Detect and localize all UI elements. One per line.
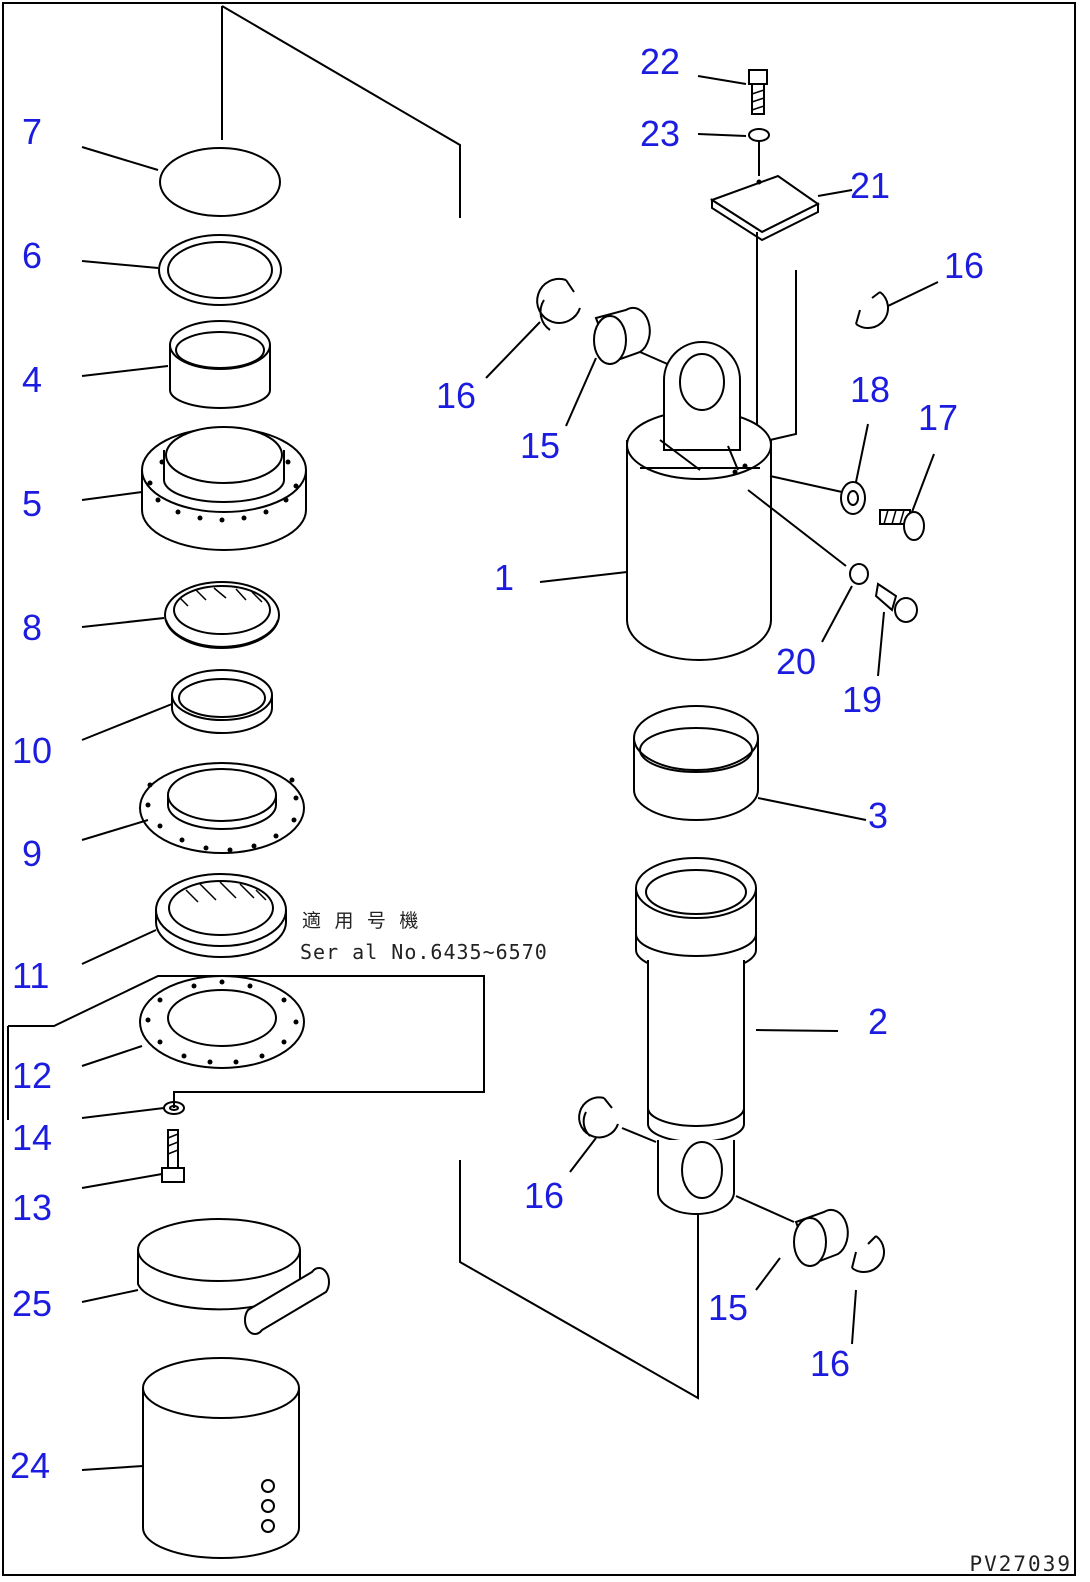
part-5-flange (141, 426, 307, 551)
callout-21: 21 (850, 165, 891, 206)
callout-19: 19 (842, 679, 883, 720)
part-1-cylinder (626, 341, 772, 661)
callout-20: 20 (776, 641, 817, 682)
callout-6: 6 (22, 235, 43, 276)
leader-lines (81, 75, 939, 1471)
callout-22: 22 (640, 41, 681, 82)
serial-note-title: 適 用 号 機 (302, 910, 420, 932)
callout-11: 11 (12, 955, 50, 996)
part-3-sleeve (633, 705, 759, 821)
part-24-cover (142, 1357, 300, 1559)
part-16-snap-ring (851, 1235, 885, 1273)
part-11-race (155, 873, 287, 958)
part-13-bolt (161, 1129, 185, 1183)
callout-8: 8 (22, 607, 43, 648)
assembly-guide-line-bottom (459, 1160, 699, 1400)
callout-15-upper: 15 (520, 425, 561, 466)
drawing-number: PV27039 (969, 1552, 1072, 1576)
callout-14: 14 (12, 1117, 53, 1158)
callout-16-lower-left: 16 (524, 1175, 565, 1216)
callout-16-upper-left: 16 (436, 375, 477, 416)
callout-5: 5 (22, 483, 43, 524)
part-18-washer (840, 481, 866, 515)
callout-2: 2 (868, 1001, 889, 1042)
callout-9: 9 (22, 833, 43, 874)
serial-bracket (8, 975, 485, 1108)
part-21-plate (709, 174, 820, 242)
callout-10: 10 (12, 730, 53, 771)
part-19-fitting (874, 582, 918, 623)
callout-18: 18 (850, 369, 891, 410)
part-9-flange (139, 762, 305, 854)
callout-17: 17 (918, 397, 959, 438)
callout-4: 4 (22, 359, 43, 400)
callout-25: 25 (12, 1283, 53, 1324)
part-16-snap-ring (536, 277, 581, 331)
callout-23: 23 (640, 113, 681, 154)
callout-16-upper-right: 16 (944, 245, 985, 286)
serial-note-range: Ser al No.6435~6570 (300, 940, 548, 964)
part-12-plate (139, 975, 305, 1069)
part-15-bushing (793, 1208, 849, 1267)
callout-1: 1 (494, 557, 515, 598)
part-10-seal (171, 669, 273, 734)
part-6-ring (158, 234, 282, 306)
part-16-snap-ring (855, 291, 889, 329)
part-22-bolt (748, 69, 768, 115)
part-23-washer (748, 128, 770, 142)
callout-7: 7 (22, 111, 43, 152)
part-4-bushing (169, 320, 271, 409)
assembly-guide-line-top (221, 5, 461, 218)
part-16-snap-ring (578, 1096, 619, 1139)
callout-13: 13 (12, 1187, 53, 1228)
callout-15-lower: 15 (708, 1287, 749, 1328)
callout-16-lower-right: 16 (810, 1343, 851, 1384)
part-8-bearing (164, 581, 280, 649)
part-15-bushing (593, 306, 651, 365)
part-17-bolt (879, 509, 925, 541)
part-20-washer (849, 563, 869, 585)
part-25-clamp (137, 1218, 330, 1335)
callout-12: 12 (12, 1055, 53, 1096)
callout-24: 24 (10, 1445, 51, 1486)
part-2-rod (635, 857, 757, 1215)
part-7-cap (159, 147, 281, 217)
callout-3: 3 (868, 795, 889, 836)
